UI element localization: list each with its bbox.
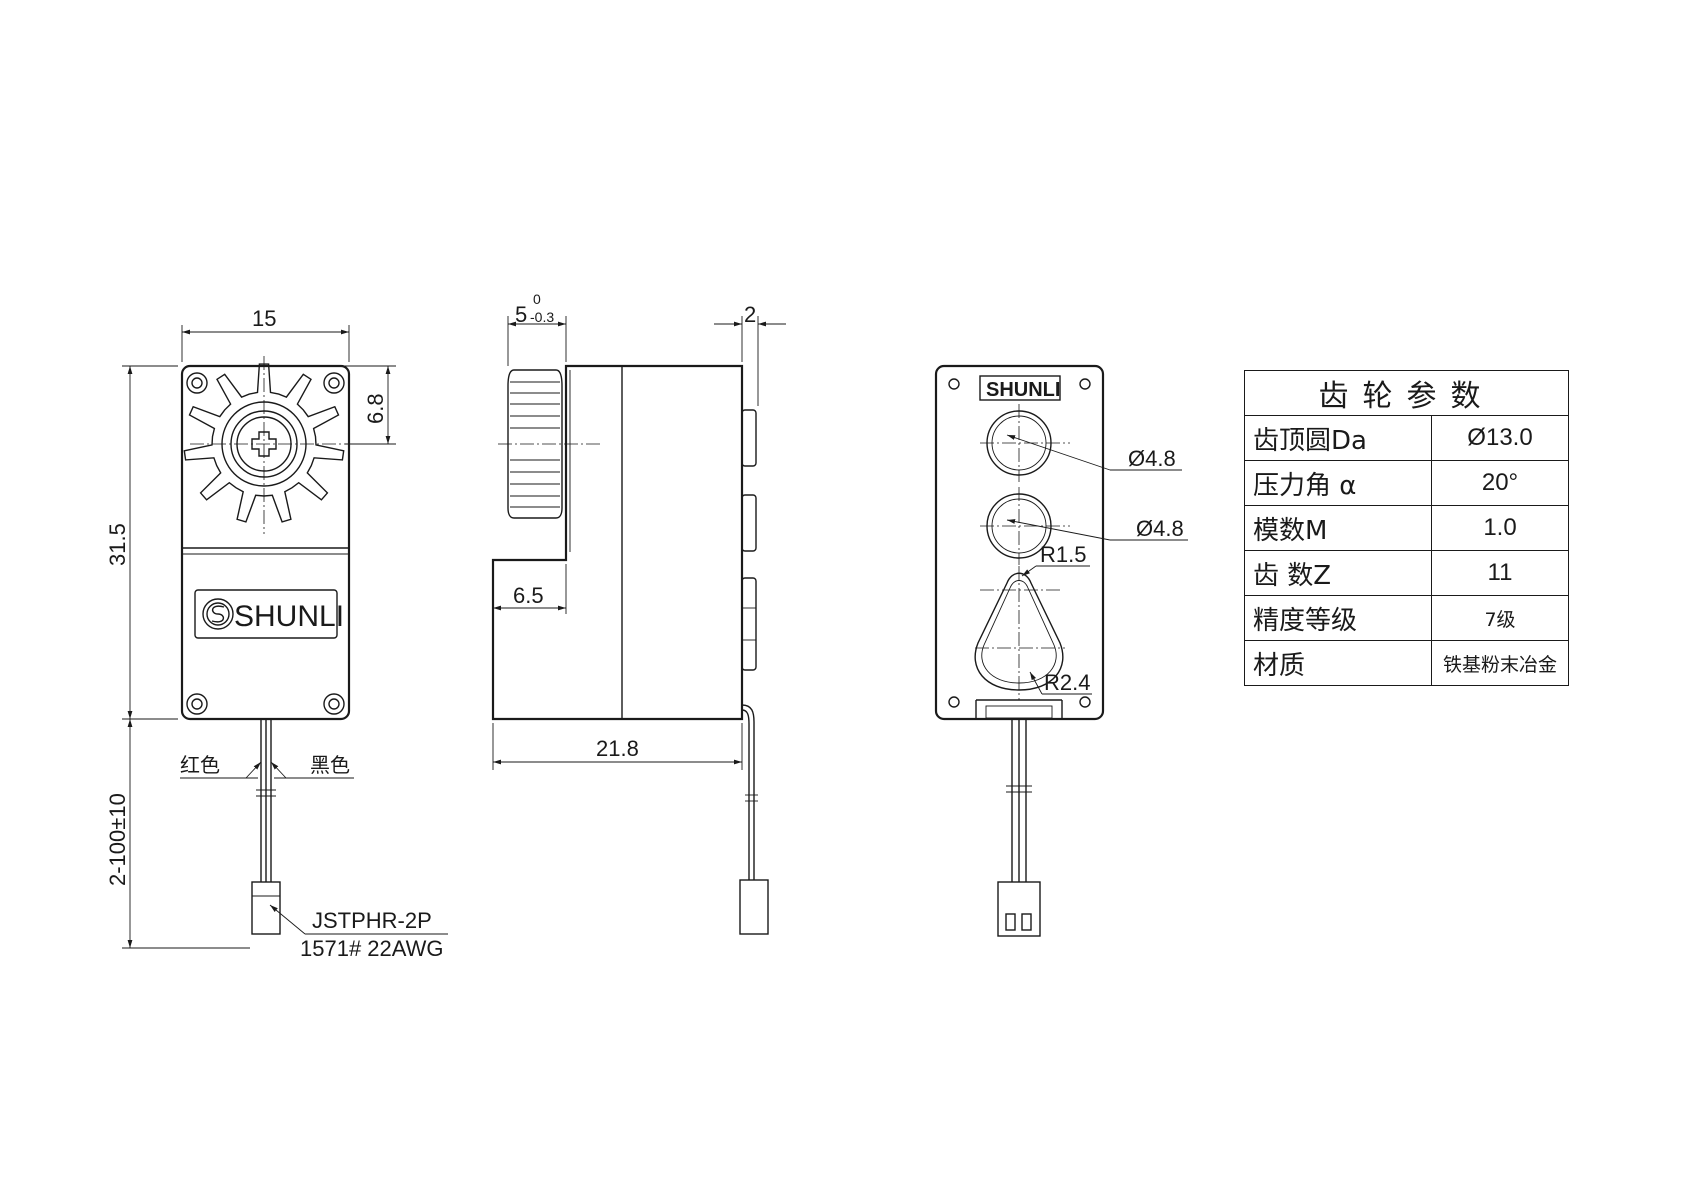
dim-width: 15 bbox=[252, 306, 276, 331]
front-body-outline bbox=[180, 364, 351, 721]
dim-tolerance-lower: -0.3 bbox=[530, 309, 554, 325]
wire-black-label: 黑色 bbox=[310, 753, 350, 777]
rear-hole-br bbox=[1079, 696, 1091, 708]
dim-radius-small: R1.5 bbox=[1040, 542, 1086, 567]
logo-frame bbox=[194, 589, 338, 639]
table-row: 材质 铁基粉末冶金 bbox=[1244, 640, 1569, 686]
table-title: 齿轮参数 bbox=[1244, 370, 1569, 416]
dim-bore-2: Ø4.8 bbox=[1136, 516, 1184, 541]
table-row: 压力角 α 20° bbox=[1244, 460, 1569, 506]
param-key: 齿顶圆Da bbox=[1244, 415, 1432, 461]
screw-bottom-left bbox=[186, 693, 208, 715]
shaft-cross-icon bbox=[251, 431, 277, 457]
param-key: 压力角 α bbox=[1244, 460, 1432, 506]
param-value: 20° bbox=[1431, 460, 1569, 506]
screw-bottom-right bbox=[323, 693, 345, 715]
screw-top-right bbox=[323, 372, 345, 394]
param-value: Ø13.0 bbox=[1431, 415, 1569, 461]
side-boss-1 bbox=[741, 409, 757, 467]
front-wires bbox=[256, 719, 276, 882]
dim-gear-width: 5 bbox=[515, 302, 527, 327]
dim-shaft: 2 bbox=[744, 302, 756, 327]
dim-bore-1: Ø4.8 bbox=[1128, 446, 1176, 471]
side-boss-3 bbox=[741, 577, 757, 671]
dim-step: 6.5 bbox=[513, 583, 544, 608]
dim-tolerance-upper: 0 bbox=[533, 291, 541, 307]
dim-lead-length: 2-100±10 bbox=[105, 793, 130, 886]
screw-top-left bbox=[186, 372, 208, 394]
gear-side bbox=[498, 369, 600, 519]
table-row: 精度等级 7级 bbox=[1244, 595, 1569, 641]
side-wire bbox=[741, 704, 755, 880]
rear-connector bbox=[997, 881, 1041, 937]
dim-height: 31.5 bbox=[105, 523, 130, 566]
param-value: 11 bbox=[1431, 550, 1569, 596]
gear-parameter-table: 齿轮参数 齿顶圆Da Ø13.0 压力角 α 20° 模数M 1.0 齿 数Z … bbox=[1244, 370, 1569, 686]
logo-mark-icon bbox=[202, 598, 234, 630]
wire-spec-label: 1571# 22AWG bbox=[300, 936, 444, 961]
table-title-row: 齿轮参数 bbox=[1244, 370, 1569, 416]
rear-hole-bl bbox=[948, 696, 960, 708]
param-key: 齿 数Z bbox=[1244, 550, 1432, 596]
front-view: SHUNLI 红色 黑色 JSTPHR-2P 1571# 22AWG 15 bbox=[105, 306, 448, 961]
rear-label-text: SHUNLI bbox=[986, 379, 1060, 401]
side-view: 5 0 -0.3 2 6.5 21.8 bbox=[491, 291, 786, 935]
param-value: 1.0 bbox=[1431, 505, 1569, 551]
dim-radius-large: R2.4 bbox=[1044, 670, 1090, 695]
param-value: 铁基粉末冶金 bbox=[1431, 640, 1569, 686]
param-key: 精度等级 bbox=[1244, 595, 1432, 641]
side-boss-2 bbox=[741, 494, 757, 552]
connector-model-label: JSTPHR-2P bbox=[312, 908, 432, 933]
rear-label-frame bbox=[979, 375, 1061, 401]
table-row: 齿顶圆Da Ø13.0 bbox=[1244, 415, 1569, 461]
dim-length: 21.8 bbox=[596, 736, 639, 761]
side-connector bbox=[739, 879, 769, 935]
logo-text: SHUNLI bbox=[234, 600, 344, 633]
param-value: 7级 bbox=[1431, 595, 1569, 641]
rear-connector-slot bbox=[975, 699, 1063, 719]
rear-hole-tl bbox=[948, 378, 960, 390]
rear-view: SHUNLI Ø4.8 Ø4.8 bbox=[934, 364, 1188, 937]
table-row: 模数M 1.0 bbox=[1244, 505, 1569, 551]
table-row: 齿 数Z 11 bbox=[1244, 550, 1569, 596]
param-key: 模数M bbox=[1244, 505, 1432, 551]
param-key: 材质 bbox=[1244, 640, 1432, 686]
dim-gear-offset: 6.8 bbox=[363, 393, 388, 424]
front-connector bbox=[251, 881, 281, 935]
gear-front bbox=[183, 356, 345, 534]
rear-hole-tr bbox=[1079, 378, 1091, 390]
side-body-outline bbox=[491, 364, 744, 721]
wire-red-label: 红色 bbox=[180, 753, 220, 777]
